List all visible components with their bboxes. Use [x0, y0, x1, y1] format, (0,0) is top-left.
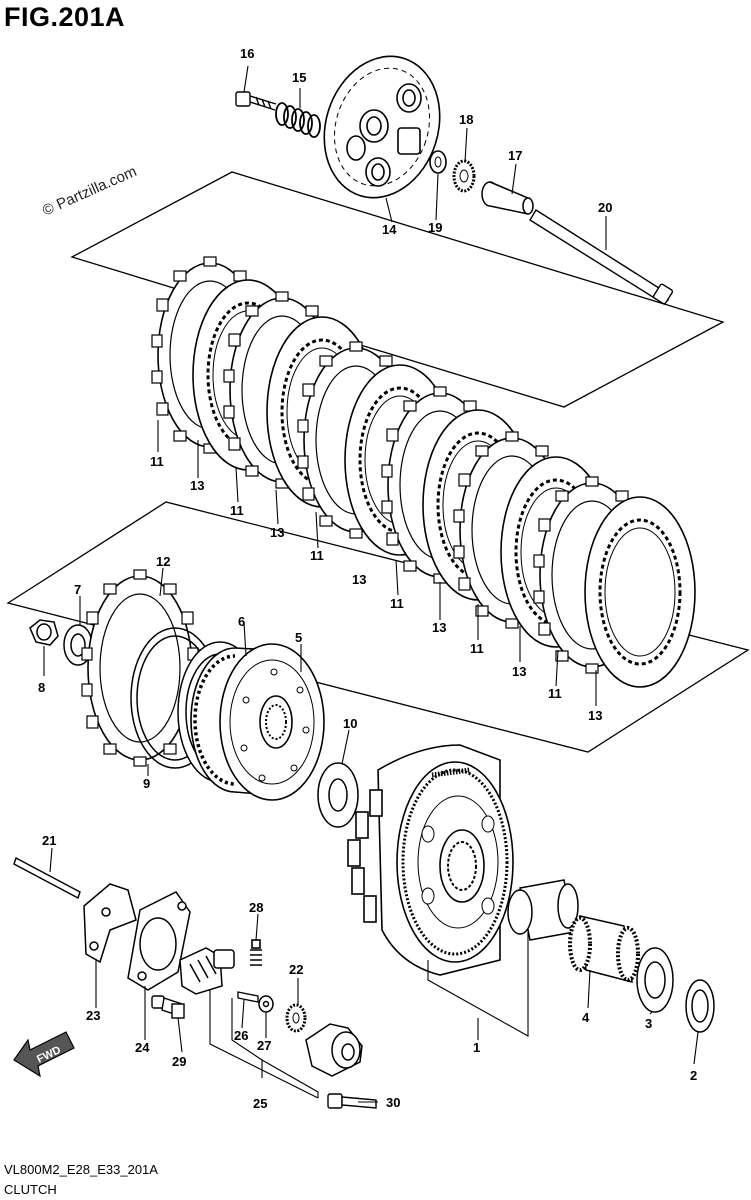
callout-13-f: 13	[588, 708, 602, 723]
callout-labels: 16 15 18 17 14 19 20 11 13 11 13 11 13 1…	[38, 46, 697, 1111]
needle-bearing-4	[568, 915, 640, 984]
primary-driven-gear-assembly-1	[347, 744, 514, 976]
washer-19	[429, 150, 447, 174]
callout-9: 9	[143, 776, 150, 791]
cover-plate-23	[83, 883, 137, 964]
callout-13-a: 13	[190, 478, 204, 493]
callout-17: 17	[508, 148, 522, 163]
push-piece-17	[481, 181, 534, 215]
pressure-plate-14	[323, 55, 441, 199]
callout-13-c: 13	[352, 572, 366, 587]
callout-27: 27	[257, 1038, 271, 1053]
callout-11-e: 11	[470, 641, 484, 656]
bolt-29	[151, 995, 185, 1019]
callout-12: 12	[156, 554, 170, 569]
callout-1: 1	[473, 1040, 480, 1055]
callout-14: 14	[382, 222, 397, 237]
callout-11-b: 11	[230, 503, 244, 518]
push-rod-20	[529, 209, 674, 305]
callout-24: 24	[135, 1040, 150, 1055]
figure-name: CLUTCH	[4, 1182, 57, 1197]
nut-8	[29, 619, 59, 646]
callout-29: 29	[172, 1054, 186, 1069]
spacer-2	[685, 979, 715, 1033]
callout-8: 8	[38, 680, 45, 695]
callout-10: 10	[343, 716, 357, 731]
leader-lines	[43, 65, 699, 1103]
bearing-22	[285, 1003, 307, 1033]
bearing-18	[452, 159, 476, 193]
spring-28	[250, 939, 262, 966]
callout-18: 18	[459, 112, 473, 127]
plate-group-box-upper	[70, 171, 725, 408]
callout-3: 3	[645, 1016, 652, 1031]
pin-26	[237, 991, 259, 1003]
spacer-sleeve	[507, 879, 579, 941]
clutch-plate-stack	[151, 256, 697, 689]
callout-21: 21	[42, 833, 56, 848]
clutch-sleeve-hub-5	[190, 643, 325, 801]
forward-arrow-icon: FWD	[13, 1031, 75, 1078]
callout-13-d: 13	[432, 620, 446, 635]
plate-group-box-lower	[6, 501, 750, 753]
release-cam-25	[179, 947, 235, 995]
callout-11-d: 11	[390, 596, 404, 611]
callout-6: 6	[238, 614, 245, 629]
callout-2: 2	[690, 1068, 697, 1083]
callout-11-f: 11	[548, 686, 562, 701]
figure-title: FIG.201A	[4, 2, 126, 32]
thrust-washer-3	[636, 947, 674, 1013]
release-cam-housing	[305, 1023, 363, 1077]
callout-5: 5	[295, 630, 302, 645]
washer-10	[317, 762, 359, 828]
callout-15: 15	[292, 70, 306, 85]
bolt-16	[235, 91, 277, 111]
gasket-24	[127, 891, 191, 991]
callout-26: 26	[234, 1028, 248, 1043]
callout-25: 25	[253, 1096, 267, 1111]
bolt-30	[327, 1093, 377, 1109]
figure-code: VL800M2_E28_E33_201A	[4, 1162, 158, 1177]
washer-27	[258, 995, 274, 1013]
callout-7: 7	[74, 582, 81, 597]
callout-16: 16	[240, 46, 254, 61]
callout-4: 4	[582, 1010, 590, 1025]
callout-20: 20	[598, 200, 612, 215]
callout-23: 23	[86, 1008, 100, 1023]
callout-11-c: 11	[310, 548, 324, 563]
callout-11-a: 11	[150, 454, 164, 469]
callout-30: 30	[386, 1095, 400, 1110]
release-rod-21	[13, 856, 81, 900]
callout-19: 19	[428, 220, 442, 235]
callout-28: 28	[249, 900, 263, 915]
callout-13-b: 13	[270, 525, 284, 540]
callout-22: 22	[289, 962, 303, 977]
spring-15	[275, 102, 321, 138]
callout-13-e: 13	[512, 664, 526, 679]
